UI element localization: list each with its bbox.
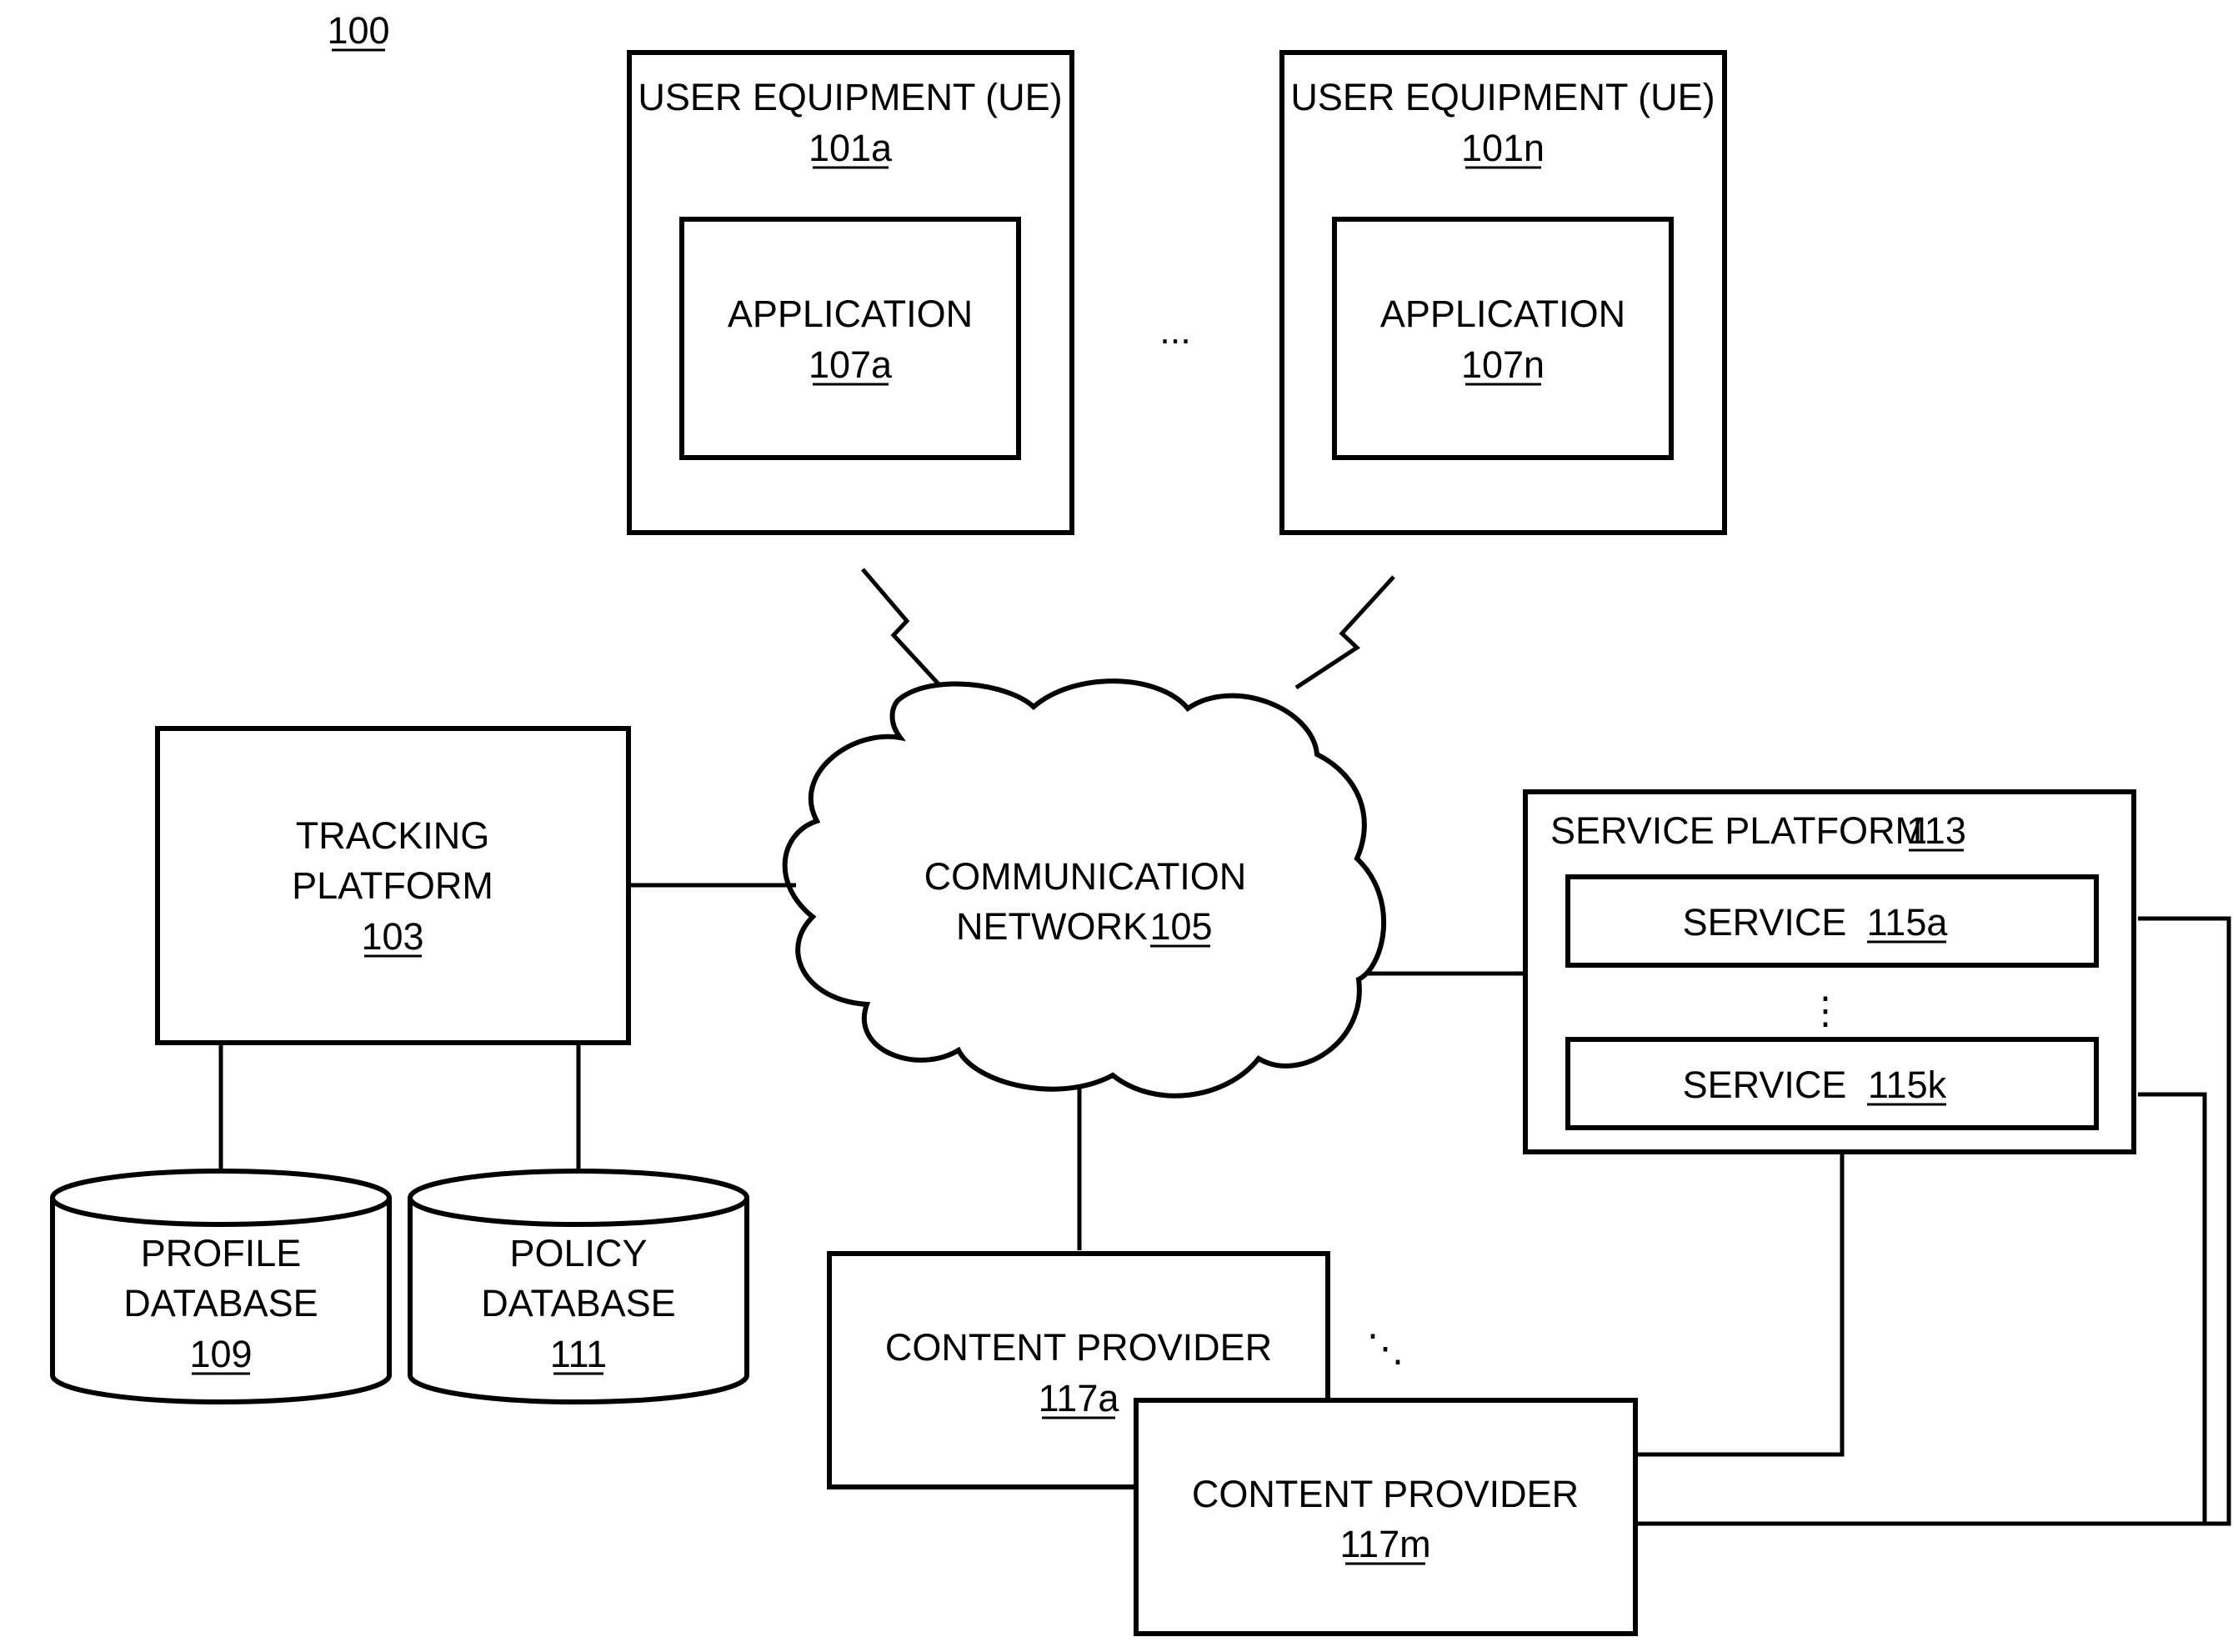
policy-line1: POLICY: [509, 1232, 647, 1274]
application-ref: 107n: [1461, 343, 1545, 386]
application-title: APPLICATION: [728, 293, 973, 335]
profile-database-109: PROFILE DATABASE 109: [53, 1171, 389, 1402]
application-ref: 107a: [809, 343, 893, 386]
figure-ref: 100: [327, 9, 389, 52]
tracking-line1: TRACKING: [296, 814, 490, 857]
ue-ref: 101n: [1461, 127, 1545, 169]
policy-ref: 111: [550, 1333, 607, 1375]
ue-title: USER EQUIPMENT (UE): [638, 76, 1062, 118]
service-platform-ref: 113: [1906, 809, 1966, 852]
wireless-link-left: [863, 569, 942, 688]
wireless-link-right: [1296, 577, 1394, 688]
service-115a: SERVICE 115a: [1568, 877, 2096, 965]
network-line2: NETWORK: [956, 905, 1148, 948]
user-equipment-101n: USER EQUIPMENT (UE) 101n APPLICATION 107…: [1282, 53, 1725, 533]
application-107n: APPLICATION 107n: [1334, 219, 1671, 458]
tracking-ref: 103: [361, 915, 423, 958]
service-ellipsis: ⋮: [1807, 989, 1845, 1032]
communication-network-105: COMMUNICATION NETWORK 105: [785, 681, 1384, 1096]
ue-ellipsis: ...: [1159, 309, 1191, 352]
content-provider-117m: CONTENT PROVIDER 117m: [1136, 1400, 1635, 1634]
content-provider-label: CONTENT PROVIDER: [1192, 1473, 1579, 1515]
service-115k: SERVICE 115k: [1568, 1039, 2096, 1128]
service-platform-113: SERVICE PLATFORM 113 SERVICE 115a ⋮ SERV…: [1525, 792, 2134, 1152]
link-content-provider-service-115k: [1638, 1094, 2205, 1524]
profile-line2: DATABASE: [123, 1282, 318, 1324]
link-content-provider-service-platform: [1638, 1154, 1842, 1454]
policy-database-111: POLICY DATABASE 111: [410, 1171, 747, 1402]
service-ref: 115a: [1867, 901, 1949, 944]
ue-ref: 101a: [809, 127, 893, 169]
network-line1: COMMUNICATION: [924, 855, 1247, 898]
content-provider-label: CONTENT PROVIDER: [885, 1326, 1272, 1369]
user-equipment-101a: USER EQUIPMENT (UE) 101a APPLICATION 107…: [629, 53, 1072, 533]
content-provider-ellipsis: ⋱: [1367, 1327, 1404, 1369]
application-title: APPLICATION: [1380, 293, 1625, 335]
service-platform-title: SERVICE PLATFORM: [1550, 809, 1926, 852]
profile-ref: 109: [189, 1333, 252, 1375]
policy-line2: DATABASE: [481, 1282, 675, 1324]
profile-line1: PROFILE: [141, 1232, 302, 1274]
application-107a: APPLICATION 107a: [682, 219, 1019, 458]
content-provider-ref: 117a: [1039, 1377, 1120, 1419]
network-ref: 105: [1149, 905, 1212, 948]
ue-title: USER EQUIPMENT (UE): [1290, 76, 1715, 118]
service-label: SERVICE: [1683, 901, 1847, 944]
tracking-platform-103: TRACKING PLATFORM 103: [158, 728, 628, 1043]
service-ref: 115k: [1868, 1064, 1947, 1106]
content-provider-ref: 117m: [1339, 1523, 1430, 1565]
service-label: SERVICE: [1683, 1064, 1847, 1106]
tracking-line2: PLATFORM: [292, 864, 493, 907]
